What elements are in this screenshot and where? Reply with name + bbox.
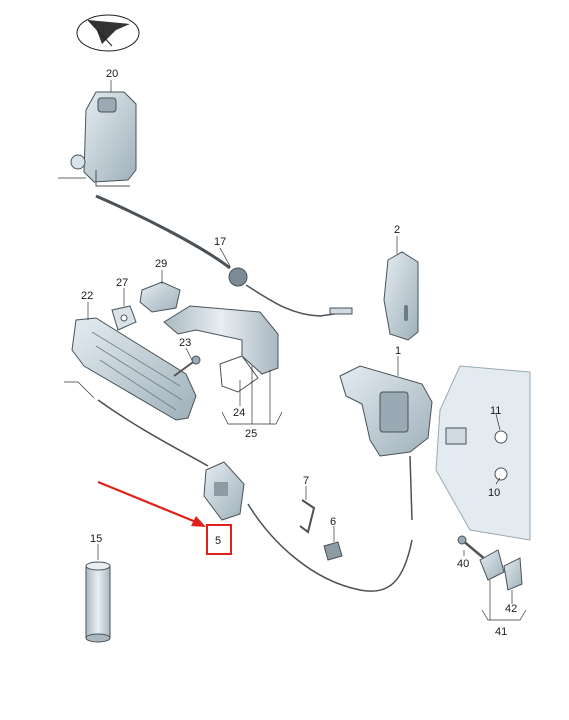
part-24-handle-gasket: [219, 355, 259, 393]
lower-cable: [97, 399, 413, 592]
part-29-bracket: [139, 281, 181, 313]
part-42-striker: [479, 549, 523, 591]
part-6-retainer: [323, 541, 343, 561]
part-40-bolt: [457, 535, 487, 561]
callout-25: 25: [245, 428, 257, 440]
callout-40: 40: [457, 558, 469, 570]
callout-24: 24: [233, 407, 245, 419]
callout-23: 23: [179, 337, 191, 349]
callout-20: 20: [106, 68, 118, 80]
orientation-symbol: [76, 14, 140, 52]
callout-7: 7: [303, 475, 309, 487]
highlight-arrow: [97, 480, 206, 527]
callout-15: 15: [90, 533, 102, 545]
part-1-door-lock: [339, 365, 433, 521]
part-17-cable: [95, 194, 353, 317]
part-2-cover: [383, 251, 419, 341]
callout-1: 1: [395, 345, 401, 357]
callout-41: 41: [495, 626, 507, 638]
leader-lines: [87, 80, 527, 621]
part-7-clip: [299, 499, 316, 534]
callout-22: 22: [81, 290, 93, 302]
callout-29: 29: [155, 258, 167, 270]
part-5-release-lever: [203, 461, 245, 521]
callout-27: 27: [116, 277, 128, 289]
door-panel: [435, 365, 531, 541]
callout-2: 2: [394, 224, 400, 236]
part-23-screw: [173, 355, 201, 377]
part-22-carrier-frame: [64, 317, 197, 421]
callout-labels: 20 17 2 27 29 22 23 1 24 25 11 10 7 6 5 …: [81, 68, 517, 638]
highlight-box: [206, 524, 232, 555]
callout-17: 17: [214, 236, 226, 248]
callout-6: 6: [330, 516, 336, 528]
part-20-lock-housing: [58, 91, 137, 187]
part-15-grease-can: [85, 561, 111, 643]
part-27-gasket: [111, 305, 137, 331]
callout-11: 11: [490, 405, 501, 417]
callout-10: 10: [488, 487, 500, 499]
callout-5: 5: [215, 535, 221, 547]
callout-42: 42: [505, 603, 517, 615]
part-25-door-handle: [163, 305, 279, 375]
